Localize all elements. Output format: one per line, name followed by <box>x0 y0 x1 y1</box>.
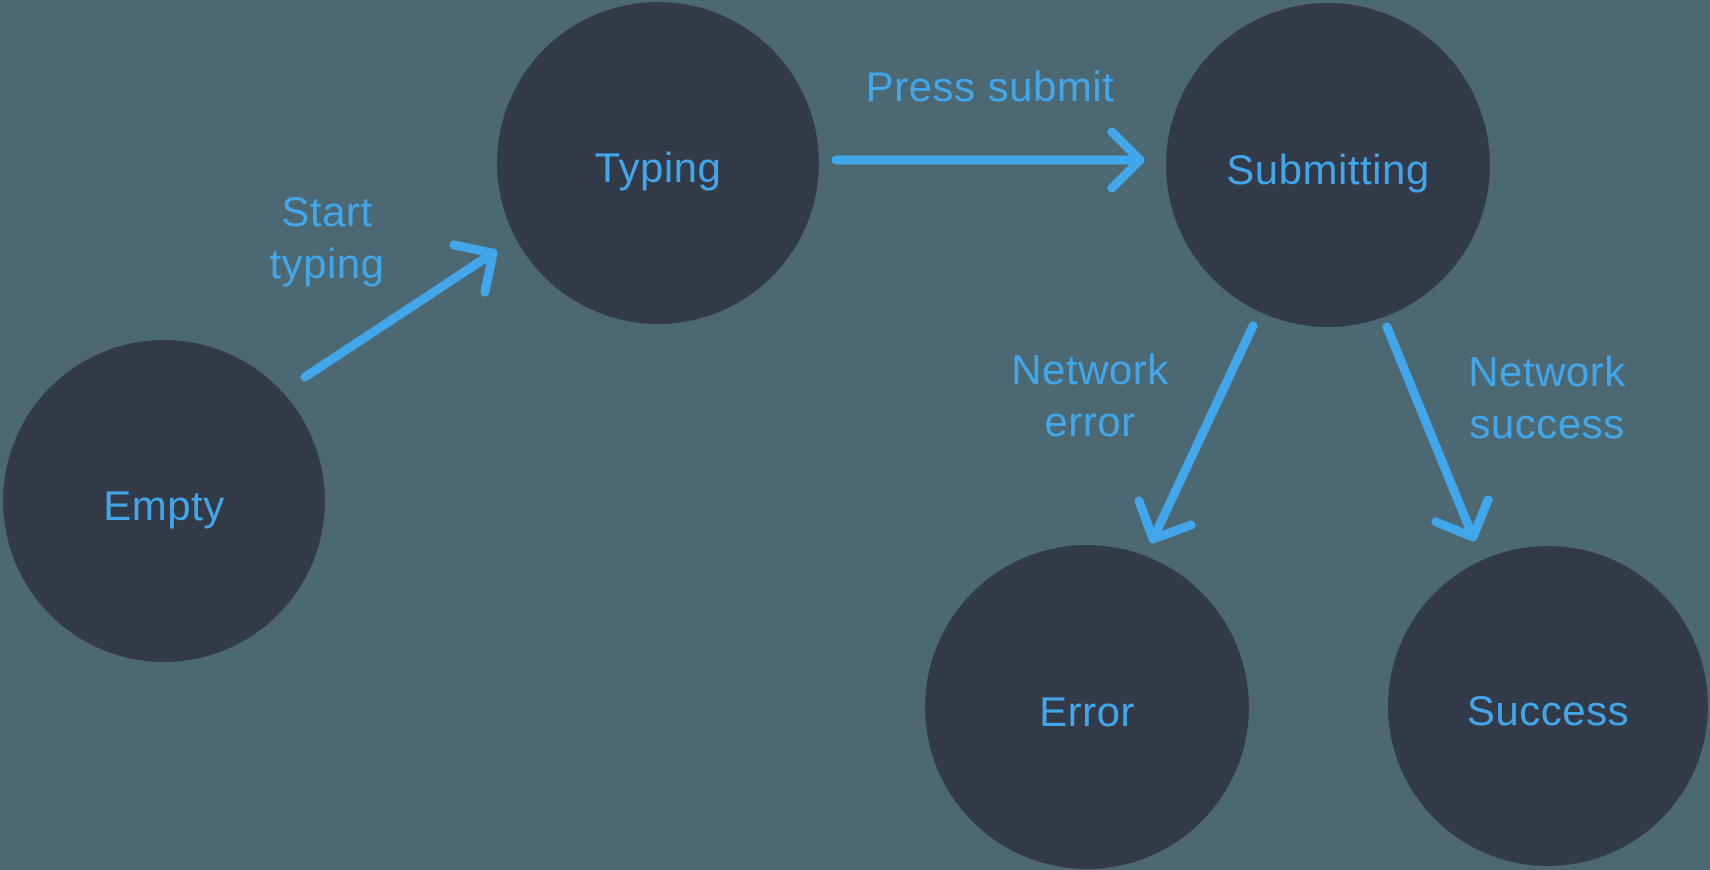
transition-label-line: Network <box>1468 348 1626 395</box>
arrow-press-submit <box>831 127 1145 193</box>
transition-label-line: success <box>1469 400 1625 447</box>
transition-label-line: Start <box>281 188 373 235</box>
arrow-start-typing <box>300 240 498 382</box>
state-node-success: Success <box>1388 546 1708 866</box>
arrow-network-success <box>1382 322 1493 542</box>
transition-label-line: Network <box>1011 346 1169 393</box>
arrow-network-error <box>1134 321 1258 544</box>
transition-label-line: error <box>1044 398 1136 445</box>
state-node-submitting: Submitting <box>1166 3 1490 327</box>
state-label-typing: Typing <box>594 144 722 191</box>
state-label-success: Success <box>1466 687 1630 734</box>
transition-label-network-error: Network error <box>960 344 1220 448</box>
transition-label-press-submit: Press submit <box>830 61 1150 113</box>
transition-label-network-success: Network success <box>1417 346 1677 450</box>
state-label-submitting: Submitting <box>1226 146 1430 193</box>
state-label-empty: Empty <box>103 482 225 529</box>
transition-label-line: Press submit <box>865 63 1115 110</box>
transition-label-start-typing: Start typing <box>197 186 457 290</box>
transition-label-line: typing <box>269 240 385 287</box>
state-node-typing: Typing <box>497 2 819 324</box>
state-node-empty: Empty <box>3 340 325 662</box>
state-node-error: Error <box>925 545 1249 869</box>
state-label-error: Error <box>1039 688 1135 735</box>
